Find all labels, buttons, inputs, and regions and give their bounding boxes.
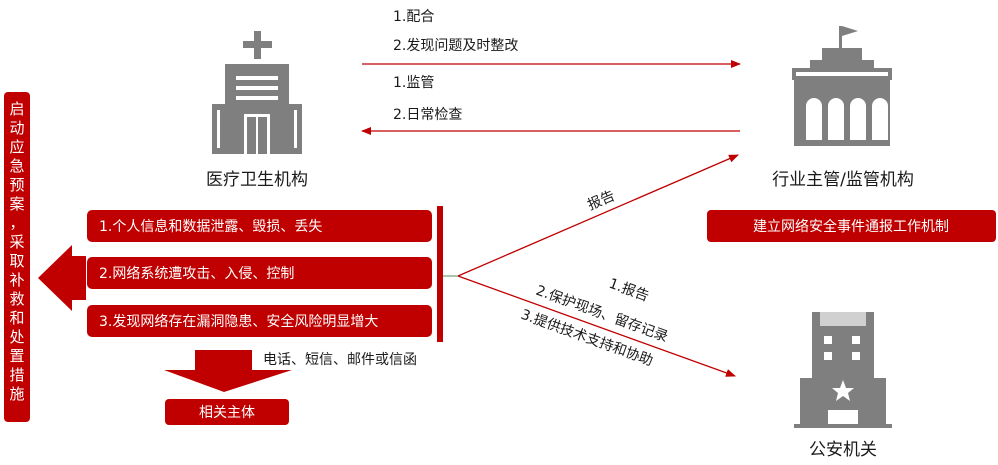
channels-label: 电话、短信、邮件或信函 [263,352,417,368]
flow-label-daily-check: 2.日常检查 [393,107,462,123]
flow-label-police-report: 1.报告 [607,276,651,305]
emergency-char: 施 [9,385,24,403]
incident-box: 2.网络系统遭攻击、入侵、控制 [87,257,432,289]
incident-text: 2.网络系统遭攻击、入侵、控制 [99,265,294,282]
emergency-char: 启 [9,100,24,118]
flow-label-rectify: 2.发现问题及时整改 [393,38,518,54]
emergency-char: 案 [9,195,24,213]
emergency-char: 置 [9,347,24,365]
incident-text: 1.个人信息和数据泄露、毁损、丢失 [99,218,322,235]
emergency-char: 措 [9,366,24,384]
flow-label-supervise: 1.监管 [393,75,434,91]
related-party-text: 相关主体 [199,405,255,421]
emergency-char: 预 [9,176,24,194]
emergency-char: 采 [9,233,24,251]
emergency-char: 救 [9,290,24,308]
left-block-arrow [38,245,86,311]
arrow-report-to-police [457,275,736,377]
emergency-measures-label: 启 动 应 急 预 案 ， 采 取 补 救 和 处 置 措 施 [9,100,24,403]
incident-box: 3.发现网络存在漏洞隐患、安全风险明显增大 [87,305,432,337]
emergency-measures-bar: 启 动 应 急 预 案 ， 采 取 补 救 和 处 置 措 施 [4,92,30,422]
flow-label-cooperate: 1.配合 [393,9,434,25]
regulator-label: 行业主管/监管机构 [772,170,914,190]
related-party-box: 相关主体 [165,399,289,425]
incident-text: 3.发现网络存在漏洞隐患、安全风险明显增大 [99,313,378,330]
incident-bracket-bar [437,206,443,342]
police-building-icon [794,312,892,428]
emergency-char: 动 [9,119,24,137]
regulator-mechanism-text: 建立网络安全事件通报工作机制 [753,218,949,235]
regulator-mechanism-box: 建立网络安全事件通报工作机制 [707,210,996,242]
down-block-arrow [164,350,292,392]
emergency-char: 补 [9,271,24,289]
police-label: 公安机关 [809,440,877,460]
arrow-report-to-regulator [457,154,739,277]
incident-box: 1.个人信息和数据泄露、毁损、丢失 [87,210,432,242]
emergency-char: 急 [9,157,24,175]
emergency-char: 取 [9,252,24,270]
emergency-char: 处 [9,328,24,346]
government-building-icon [792,26,892,146]
emergency-char: ， [9,214,24,232]
emergency-char: 应 [9,138,24,156]
hospital-label: 医疗卫生机构 [206,170,308,190]
hospital-building-icon [212,31,302,154]
emergency-char: 和 [9,309,24,327]
